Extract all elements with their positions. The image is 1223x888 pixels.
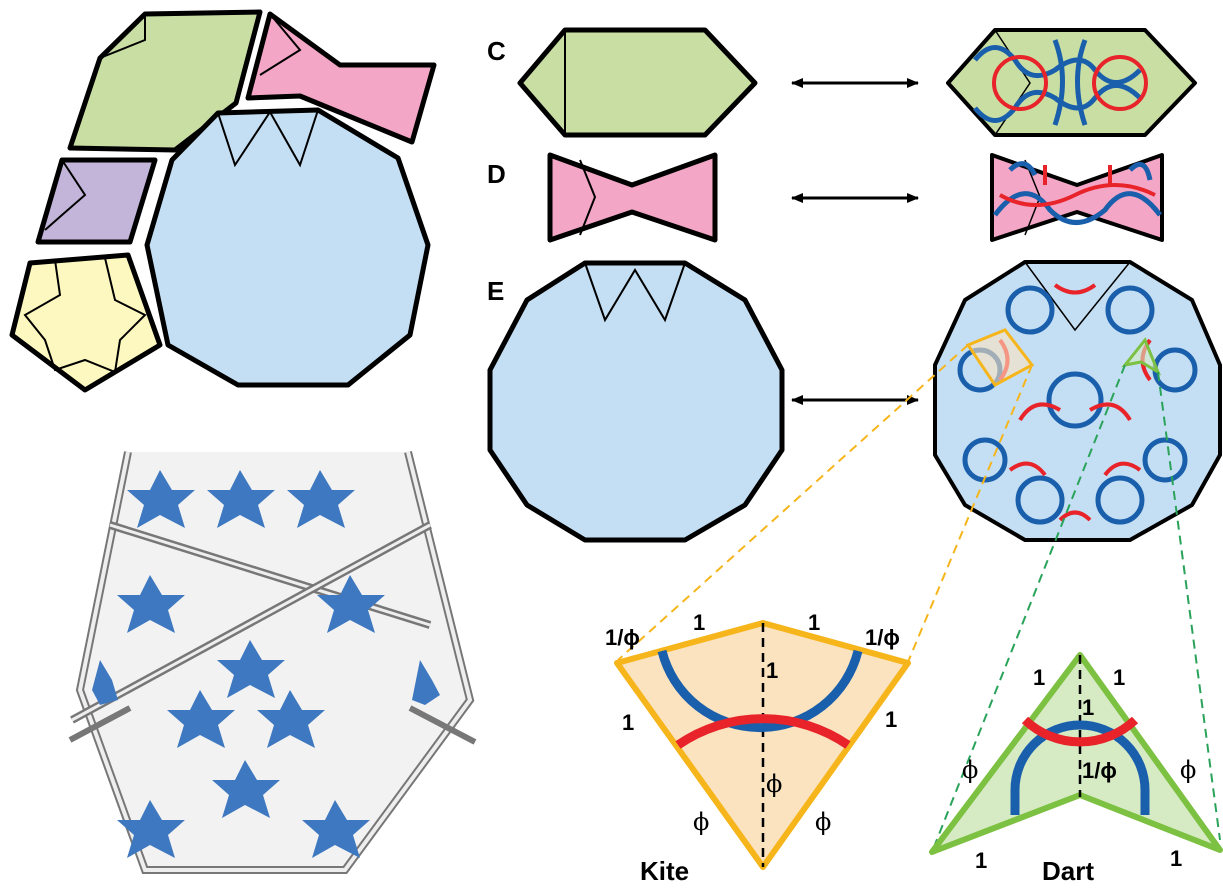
dart-label-axis-upper: 1	[1082, 695, 1094, 720]
panel-label-c: C	[487, 36, 506, 66]
dart-label-side-left: ϕ	[962, 756, 978, 784]
dart-label-bottom-right: 1	[1170, 846, 1182, 871]
bowtie-tile-d-decorated	[990, 153, 1164, 242]
tile-cluster	[9, 9, 437, 393]
dart-label-upper-right: 1	[1113, 665, 1125, 690]
dart-name: Dart	[1042, 856, 1094, 886]
panel-label-e: E	[487, 276, 504, 306]
dart-detail	[929, 652, 1223, 855]
kite-name: Kite	[640, 856, 689, 886]
panel-label-d: D	[487, 159, 506, 189]
zoom-lines	[617, 344, 1221, 853]
kite-label-edge-right-upper: 1/ϕ	[865, 625, 900, 650]
decagon-tile-e-plain	[487, 260, 785, 543]
dart-label-bottom-left: 1	[975, 848, 987, 873]
dart-label-axis-lower: 1/ϕ	[1082, 758, 1117, 783]
kite-label-top-left: 1	[693, 610, 705, 635]
rhombus-tile-purple	[35, 157, 158, 245]
kite-label-lower-left: ϕ	[693, 808, 709, 836]
kite-label-side-left: 1	[622, 710, 634, 735]
kite-label-lower-right: ϕ	[815, 808, 831, 836]
hexagon-tile-c-decorated	[946, 28, 1197, 137]
tiling-photograph	[68, 451, 477, 874]
decagon-tile-e-decorated	[933, 260, 1222, 542]
photo-star-pattern	[92, 470, 440, 858]
bowtie-tile-d-plain	[547, 152, 718, 243]
kite-label-edge-left-upper: 1/ϕ	[605, 625, 640, 650]
kite-label-side-right: 1	[885, 707, 897, 732]
kite-label-axis-lower: ϕ	[766, 770, 782, 798]
pentagon-tile-yellow	[9, 252, 163, 393]
hexagon-tile-c-plain	[517, 27, 758, 138]
decagon-tile-blue	[144, 107, 431, 388]
bowtie-tile-pink	[245, 11, 437, 145]
dart-label-side-right: ϕ	[1180, 756, 1196, 784]
dart-label-upper-left: 1	[1033, 665, 1045, 690]
kite-label-top-right: 1	[808, 610, 820, 635]
kite-label-axis-upper: 1	[766, 658, 778, 683]
kite-detail	[614, 620, 911, 870]
